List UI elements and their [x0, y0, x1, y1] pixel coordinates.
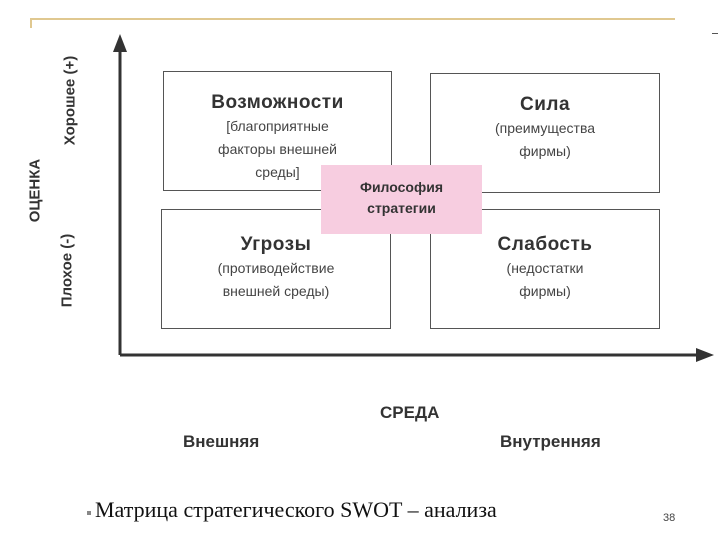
page-number: 38 — [663, 512, 676, 524]
quadrant-title: Возможности — [211, 92, 344, 113]
quadrant-opportunities: Возможности [благоприятные факторы внешн… — [163, 71, 392, 191]
center-strategy-box: Философия стратегии — [321, 165, 482, 234]
y-axis-title: ОЦЕНКА — [26, 158, 44, 223]
x-axis-internal-label: Внутренняя — [500, 432, 601, 451]
x-axis-title: СРЕДА — [380, 403, 440, 422]
quadrant-desc: внешней среды) — [222, 283, 330, 299]
center-line: Философия — [360, 179, 443, 195]
caption-bullet — [87, 511, 91, 515]
x-axis-arrow — [696, 348, 714, 362]
quadrant-desc: [благоприятные — [226, 118, 329, 134]
quadrant-title: Угрозы — [240, 234, 312, 255]
x-axis-external-label: Внешняя — [183, 432, 260, 451]
quadrant-desc: (противодействие — [217, 260, 335, 276]
y-axis-good-label: Хорошее (+) — [61, 55, 79, 146]
quadrant-desc: факторы внешней — [218, 141, 337, 157]
quadrant-desc: среды] — [255, 164, 300, 180]
y-axis-arrow — [113, 34, 127, 52]
quadrant-desc: (недостатки — [506, 260, 584, 276]
quadrant-desc: фирмы) — [519, 283, 571, 299]
top-rule — [30, 18, 675, 20]
quadrant-desc: (преимущества — [494, 120, 596, 136]
quadrant-title: Слабость — [497, 234, 593, 255]
slide-caption: Матрица стратегического SWOT – анализа — [95, 497, 497, 522]
center-line: стратегии — [367, 200, 436, 216]
y-axis-bad-label: Плохое (-) — [58, 233, 76, 308]
quadrant-title: Сила — [519, 94, 571, 115]
quadrant-desc: фирмы) — [519, 143, 571, 159]
top-rule-tick — [30, 18, 32, 28]
corner-dash — [712, 33, 718, 34]
